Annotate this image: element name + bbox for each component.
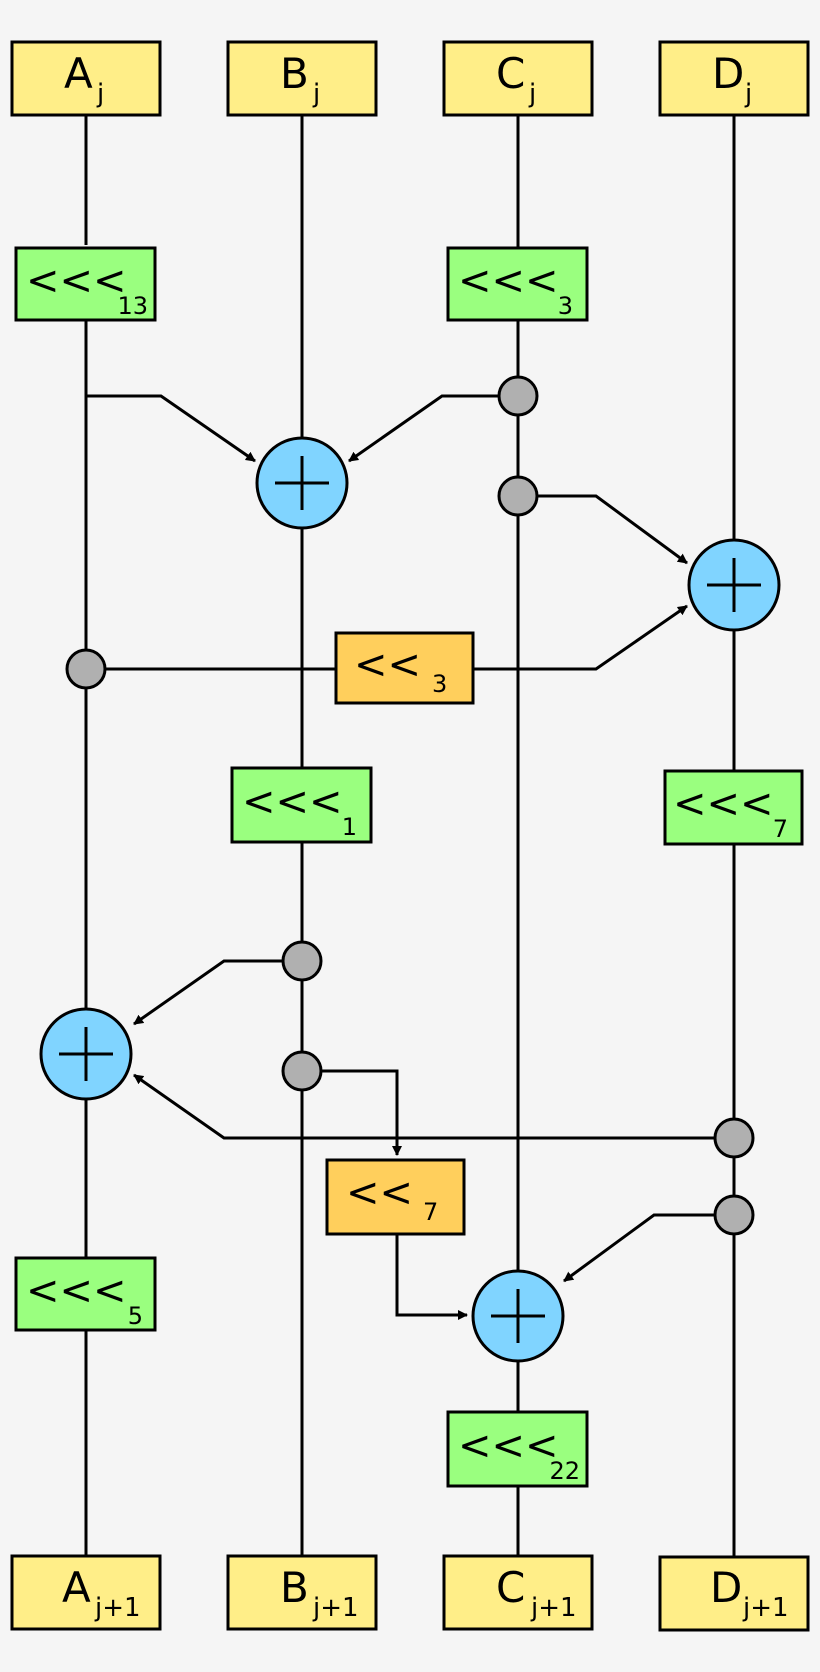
rotate-symbol: <<< <box>26 1268 127 1314</box>
input-c-index: j <box>528 79 536 109</box>
input-a-index: j <box>96 79 104 109</box>
rotate-box <box>446 246 589 322</box>
output-boxes: A j+1 B j+1 C j+1 D j+1 <box>10 1554 810 1632</box>
output-a-box <box>10 1554 162 1631</box>
rotate-amount: 7 <box>773 815 788 843</box>
rotate-symbol: <<< <box>673 781 774 827</box>
shift-3: << 3 <box>334 631 475 705</box>
input-a-box <box>10 40 162 117</box>
output-c-box <box>442 1554 594 1631</box>
input-a: A j <box>10 40 162 117</box>
junction-dot <box>497 475 539 517</box>
arrow-d-to-xor-c <box>563 1213 734 1283</box>
input-d-index: j <box>744 79 752 109</box>
input-c-box <box>442 40 594 117</box>
output-d: D j+1 <box>658 1555 810 1632</box>
output-b-letter: B <box>280 1563 309 1612</box>
junction-dot <box>65 648 107 690</box>
input-d-letter: D <box>712 49 744 98</box>
output-b: B j+1 <box>226 1554 378 1631</box>
shift-symbol: << <box>346 1170 413 1216</box>
rotate-amount: 22 <box>549 1457 580 1485</box>
xor-c-node <box>471 1269 565 1363</box>
rotate-amount: 5 <box>128 1302 143 1330</box>
rotate-boxes: <<< 13 <<< 3 <<< 1 <<< 7 <<< 5 <<< 22 <box>14 246 804 1488</box>
output-a-index: j+1 <box>94 1593 141 1623</box>
output-c-index: j+1 <box>530 1593 577 1623</box>
output-d-index: j+1 <box>742 1593 789 1623</box>
rotate-c-22: <<< 22 <box>446 1410 589 1488</box>
shift-box <box>334 631 475 705</box>
shift-7: << 7 <box>325 1158 466 1236</box>
input-a-letter: A <box>64 49 93 98</box>
rotate-a-13: <<< 13 <box>14 246 157 322</box>
input-boxes: A j B j C j D j <box>10 40 810 117</box>
output-d-letter: D <box>710 1563 742 1612</box>
input-c: C j <box>442 40 594 117</box>
rotate-box <box>663 769 804 846</box>
arrow-a-to-xor-b <box>86 394 256 463</box>
rotate-box <box>230 766 373 844</box>
arrow-b-to-shift-7 <box>302 1069 402 1156</box>
output-d-box <box>658 1555 810 1632</box>
arrow-shift-3-to-xor-d <box>473 604 688 671</box>
input-c-letter: C <box>496 49 525 98</box>
output-b-index: j+1 <box>312 1593 359 1623</box>
junction-dot <box>497 375 539 417</box>
xor-b-node <box>255 436 349 530</box>
shift-boxes: << 3 << 7 <box>325 631 475 1236</box>
rotate-box <box>446 1410 589 1488</box>
rotate-symbol: <<< <box>458 1423 559 1469</box>
xor-d-node <box>687 538 781 632</box>
rotate-box <box>14 1256 157 1332</box>
output-c: C j+1 <box>442 1554 594 1631</box>
rotate-amount: 3 <box>558 292 573 320</box>
input-b-letter: B <box>280 49 309 98</box>
input-d: D j <box>658 40 810 117</box>
rotate-symbol: <<< <box>458 258 559 304</box>
rotate-b-1: <<< 1 <box>230 766 373 844</box>
arrow-c-to-xor-d <box>518 494 688 565</box>
input-d-box <box>658 40 810 117</box>
xor-nodes <box>39 436 781 1363</box>
arrow-c-to-xor-b <box>348 394 518 463</box>
shift-symbol: << <box>354 642 421 688</box>
rotate-box <box>14 246 157 322</box>
output-c-letter: C <box>496 1563 525 1612</box>
junction-dot <box>713 1117 755 1159</box>
arrow-b-to-xor-a <box>133 959 302 1026</box>
output-a-letter: A <box>62 1563 91 1612</box>
rotate-c-3: <<< 3 <box>446 246 589 322</box>
input-b: B j <box>226 40 378 117</box>
junction-dot <box>281 1050 323 1092</box>
rotate-amount: 13 <box>117 292 148 320</box>
rotate-symbol: <<< <box>242 779 343 825</box>
input-b-index: j <box>312 79 320 109</box>
output-a: A j+1 <box>10 1554 162 1631</box>
rotate-symbol: <<< <box>26 258 127 304</box>
rotate-amount: 1 <box>342 813 357 841</box>
shift-box <box>325 1158 466 1236</box>
junction-dot <box>713 1194 755 1236</box>
xor-a-node <box>39 1007 133 1101</box>
junction-dot <box>281 940 323 982</box>
shift-amount: 7 <box>423 1198 438 1226</box>
shift-amount: 3 <box>432 670 447 698</box>
output-b-box <box>226 1554 378 1631</box>
arrow-d-to-xor-a <box>133 1073 734 1140</box>
junctions <box>65 375 755 1236</box>
rotate-d-7: <<< 7 <box>663 769 804 846</box>
arrow-shift-7-to-xor-c <box>395 1234 468 1320</box>
rotate-a-5: <<< 5 <box>14 1256 157 1332</box>
input-b-box <box>226 40 378 117</box>
connectors <box>86 394 734 1320</box>
